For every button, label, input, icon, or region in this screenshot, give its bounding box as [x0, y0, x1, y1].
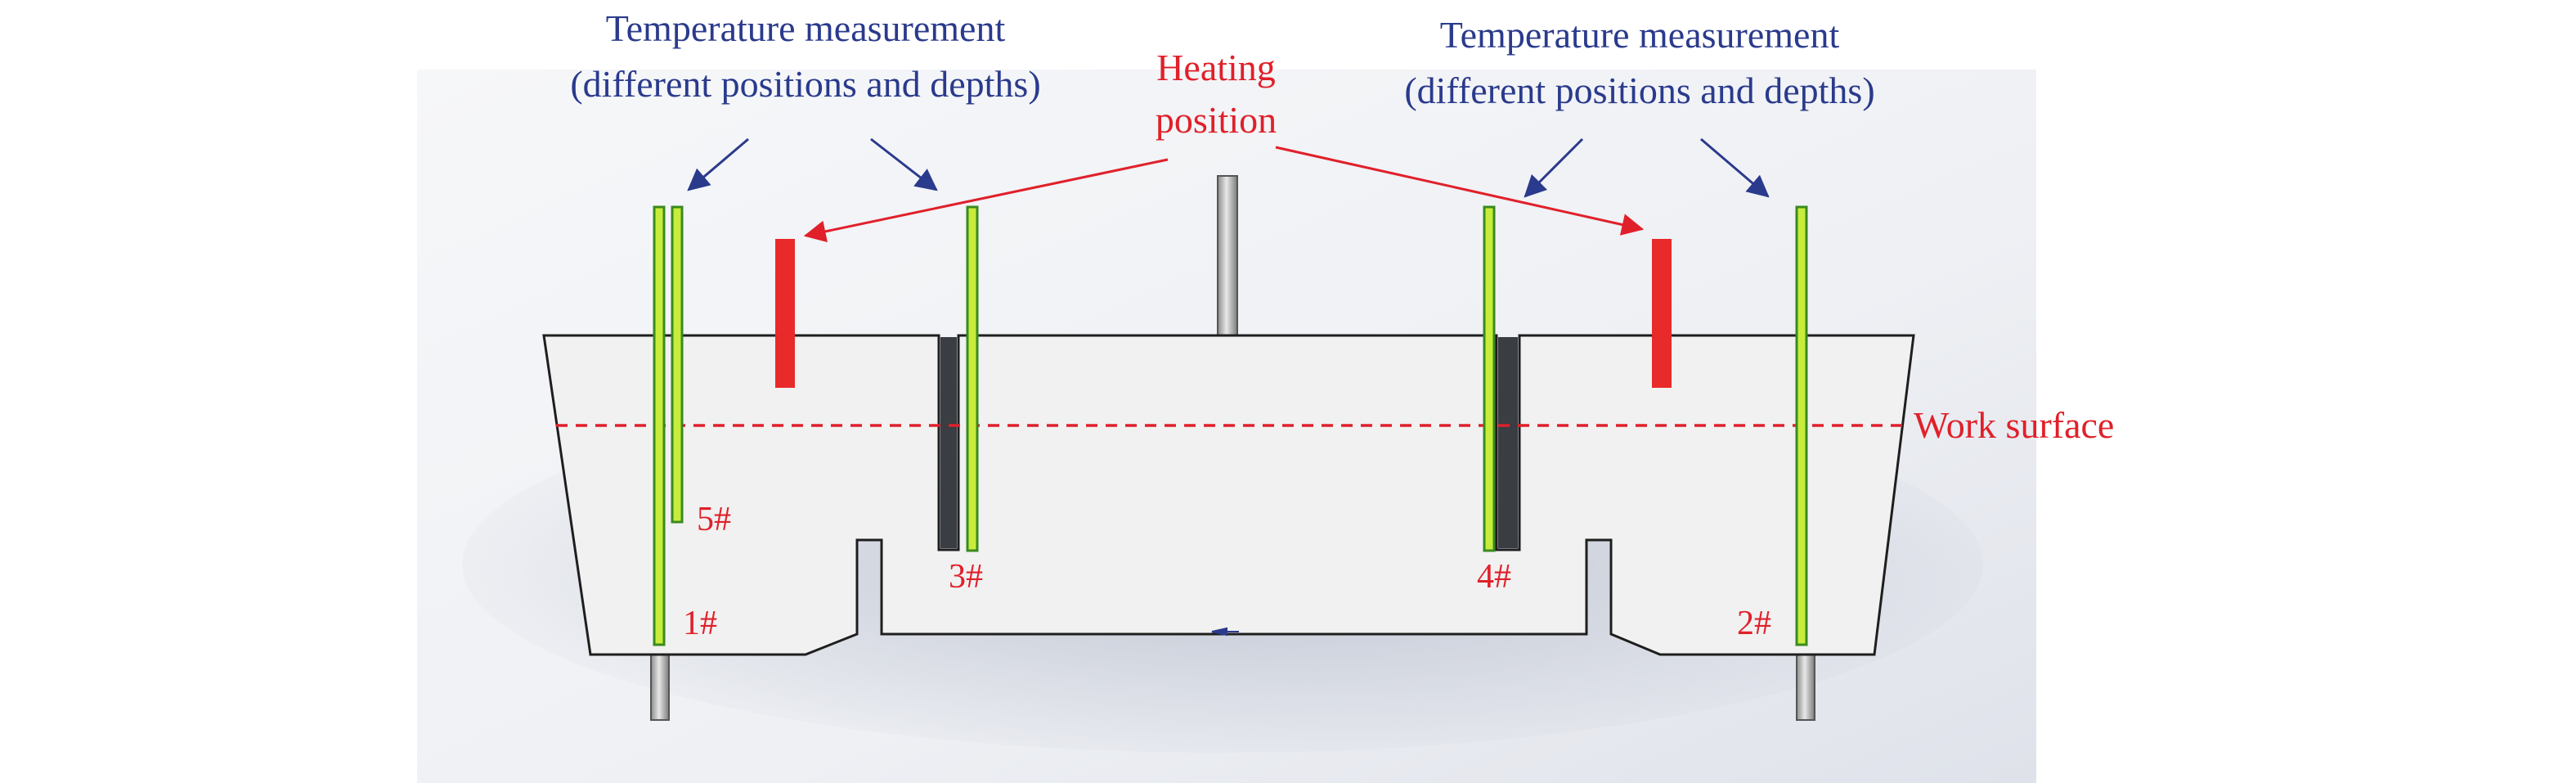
origin-marker [1211, 627, 1239, 637]
right-slot-groove [1498, 337, 1518, 548]
probe-3 [966, 205, 979, 552]
probe-label-3: 3# [949, 558, 983, 596]
mold-body [542, 334, 1915, 656]
temp-label-left-line2: (different positions and depths) [570, 63, 1040, 105]
temp-label-right-line1: Temperature measurement [1440, 14, 1840, 56]
work-surface-label: Work surface [1914, 404, 2114, 446]
probe-2 [1795, 205, 1808, 646]
temp-label-left-line1: Temperature measurement [606, 7, 1006, 49]
probe-5 [671, 205, 684, 524]
arrow-temp-right-a [1524, 137, 1584, 198]
arrow-temp-left-a [687, 137, 749, 191]
probe-1 [653, 205, 666, 646]
probe-label-1: 1# [683, 605, 717, 642]
bottom-left-pin [650, 654, 670, 721]
heater-left [775, 239, 795, 388]
arrow-heating-right [1275, 146, 1645, 236]
arrow-heating-left [803, 158, 1169, 243]
heating-label-line1: Heating [1156, 47, 1276, 88]
probe-4 [1483, 205, 1496, 552]
heater-right [1652, 239, 1672, 388]
arrow-temp-right-b [1700, 137, 1770, 198]
heating-label-line2: position [1156, 99, 1277, 141]
temp-label-right-line2: (different positions and depths) [1404, 70, 1874, 111]
top-center-rod [1217, 175, 1238, 336]
probe-label-5: 5# [697, 501, 731, 538]
probe-label-4: 4# [1477, 558, 1511, 596]
left-slot-groove [940, 337, 957, 548]
arrow-temp-left-b [870, 137, 938, 191]
bottom-right-pin [1796, 654, 1815, 721]
probe-label-2: 2# [1737, 605, 1771, 642]
